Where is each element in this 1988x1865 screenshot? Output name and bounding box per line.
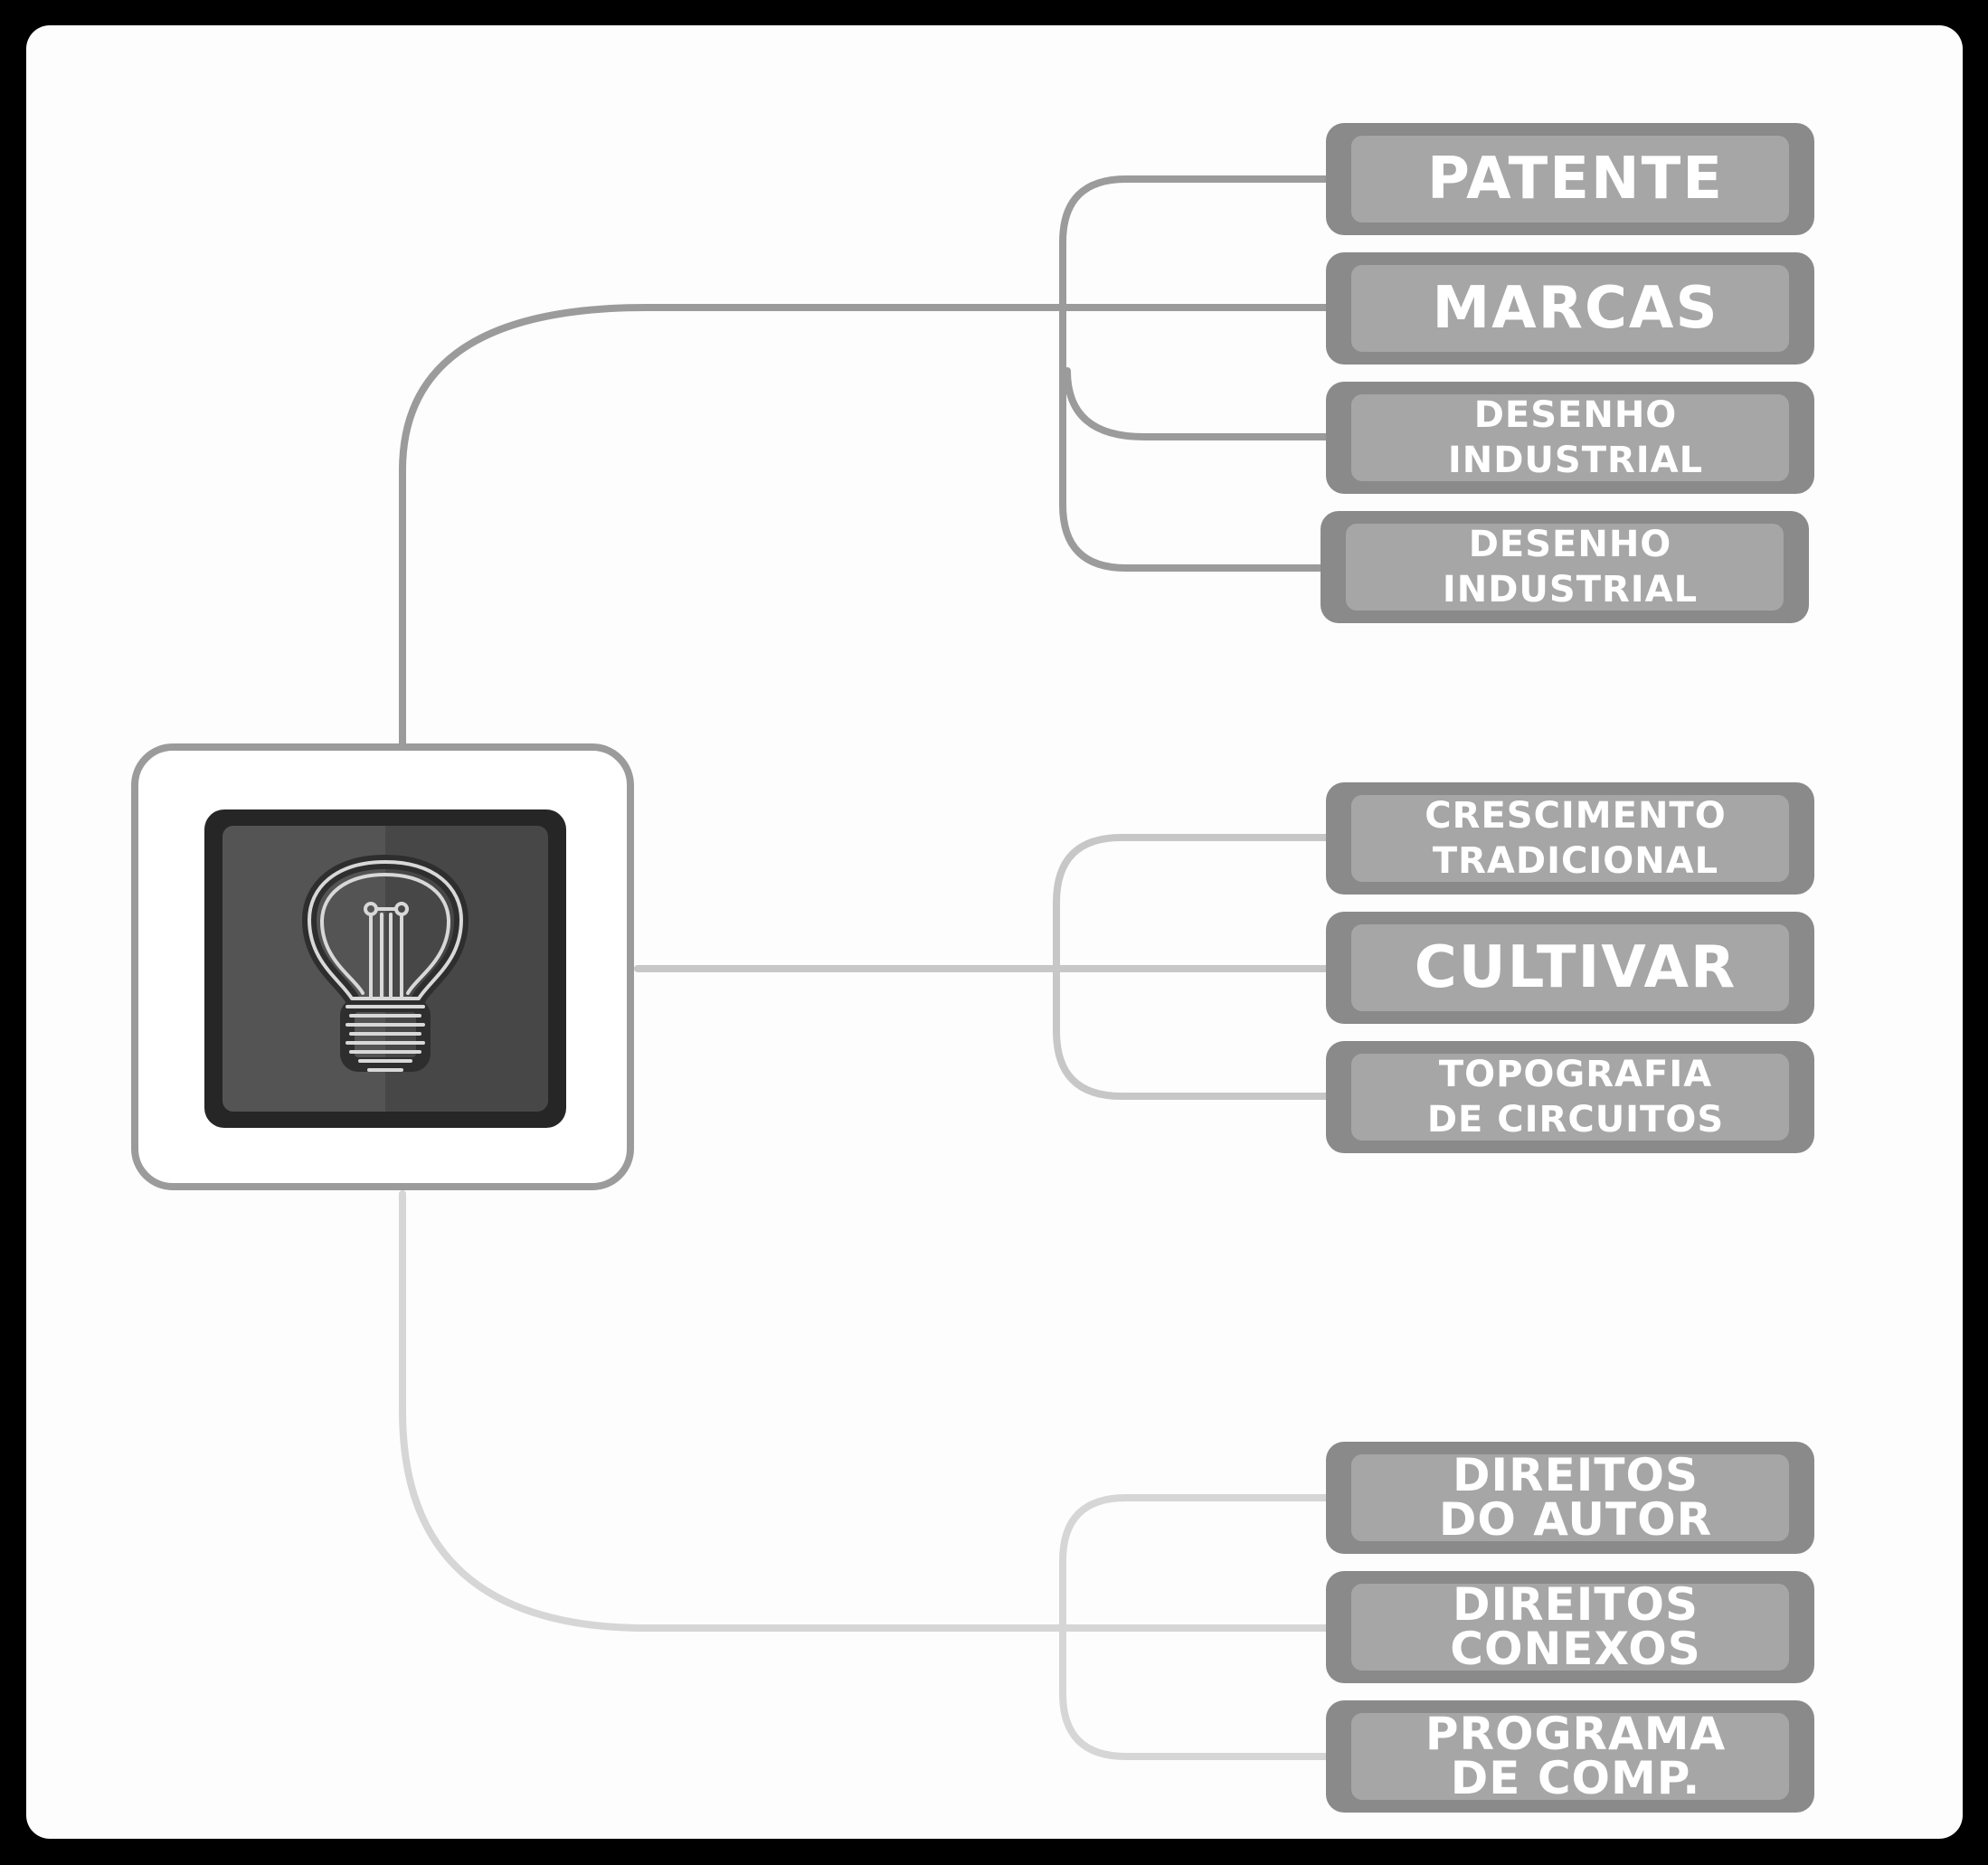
hub-icon-tile [204, 809, 566, 1128]
node-label-line2: DE CIRCUITOS [1426, 1099, 1725, 1141]
node-label-line2: DO AUTOR [1438, 1493, 1713, 1546]
node-desenho-industrial-2: DESENHO INDUSTRIAL [1321, 511, 1809, 623]
node-label-line2: DE COMP. [1450, 1752, 1701, 1804]
node-label-line1: DIREITOS [1453, 1578, 1699, 1631]
node-marcas: MARCAS [1326, 252, 1814, 364]
node-topografia-de-circuitos: TOPOGRAFIA DE CIRCUITOS [1326, 1041, 1814, 1153]
node-label-line2: CONEXOS [1450, 1623, 1701, 1675]
node-label-line2: TRADICIONAL [1432, 840, 1719, 882]
node-programa-de-comp: PROGRAMA DE COMP. [1326, 1700, 1814, 1813]
node-desenho-industrial-1: DESENHO INDUSTRIAL [1326, 382, 1814, 494]
connector-top-branch [1064, 367, 1333, 440]
connector-bottom-bracket [1059, 1494, 1333, 1760]
node-label-line1: DESENHO [1473, 394, 1678, 436]
node-cultivar: CULTIVAR [1326, 912, 1814, 1024]
node-direitos-do-autor: DIREITOS DO AUTOR [1326, 1442, 1814, 1554]
node-label-line1: CULTIVAR [1414, 934, 1737, 1001]
node-direitos-conexos: DIREITOS CONEXOS [1326, 1571, 1814, 1683]
node-crescimento-tradicional: CRESCIMENTO TRADICIONAL [1326, 782, 1814, 895]
node-label-line1: DESENHO [1468, 524, 1672, 565]
node-label-line1: CRESCIMENTO [1425, 795, 1727, 837]
connector-bottom-trunk [399, 1190, 1333, 1632]
node-label-line2: INDUSTRIAL [1442, 569, 1699, 611]
node-label-line2: INDUSTRIAL [1447, 440, 1704, 481]
connector-top-bracket [1059, 175, 1333, 572]
node-label-line1: PROGRAMA [1425, 1708, 1727, 1760]
connector-top-trunk [399, 304, 1333, 747]
node-label-line1: PATENTE [1427, 146, 1724, 213]
node-patente: PATENTE [1326, 123, 1814, 235]
connector-middle-bracket [1053, 834, 1333, 1100]
lightbulb-icon [302, 855, 469, 1072]
node-label-line1: MARCAS [1432, 275, 1719, 342]
node-label-line1: TOPOGRAFIA [1438, 1054, 1713, 1095]
node-label-line1: DIREITOS [1453, 1449, 1699, 1501]
